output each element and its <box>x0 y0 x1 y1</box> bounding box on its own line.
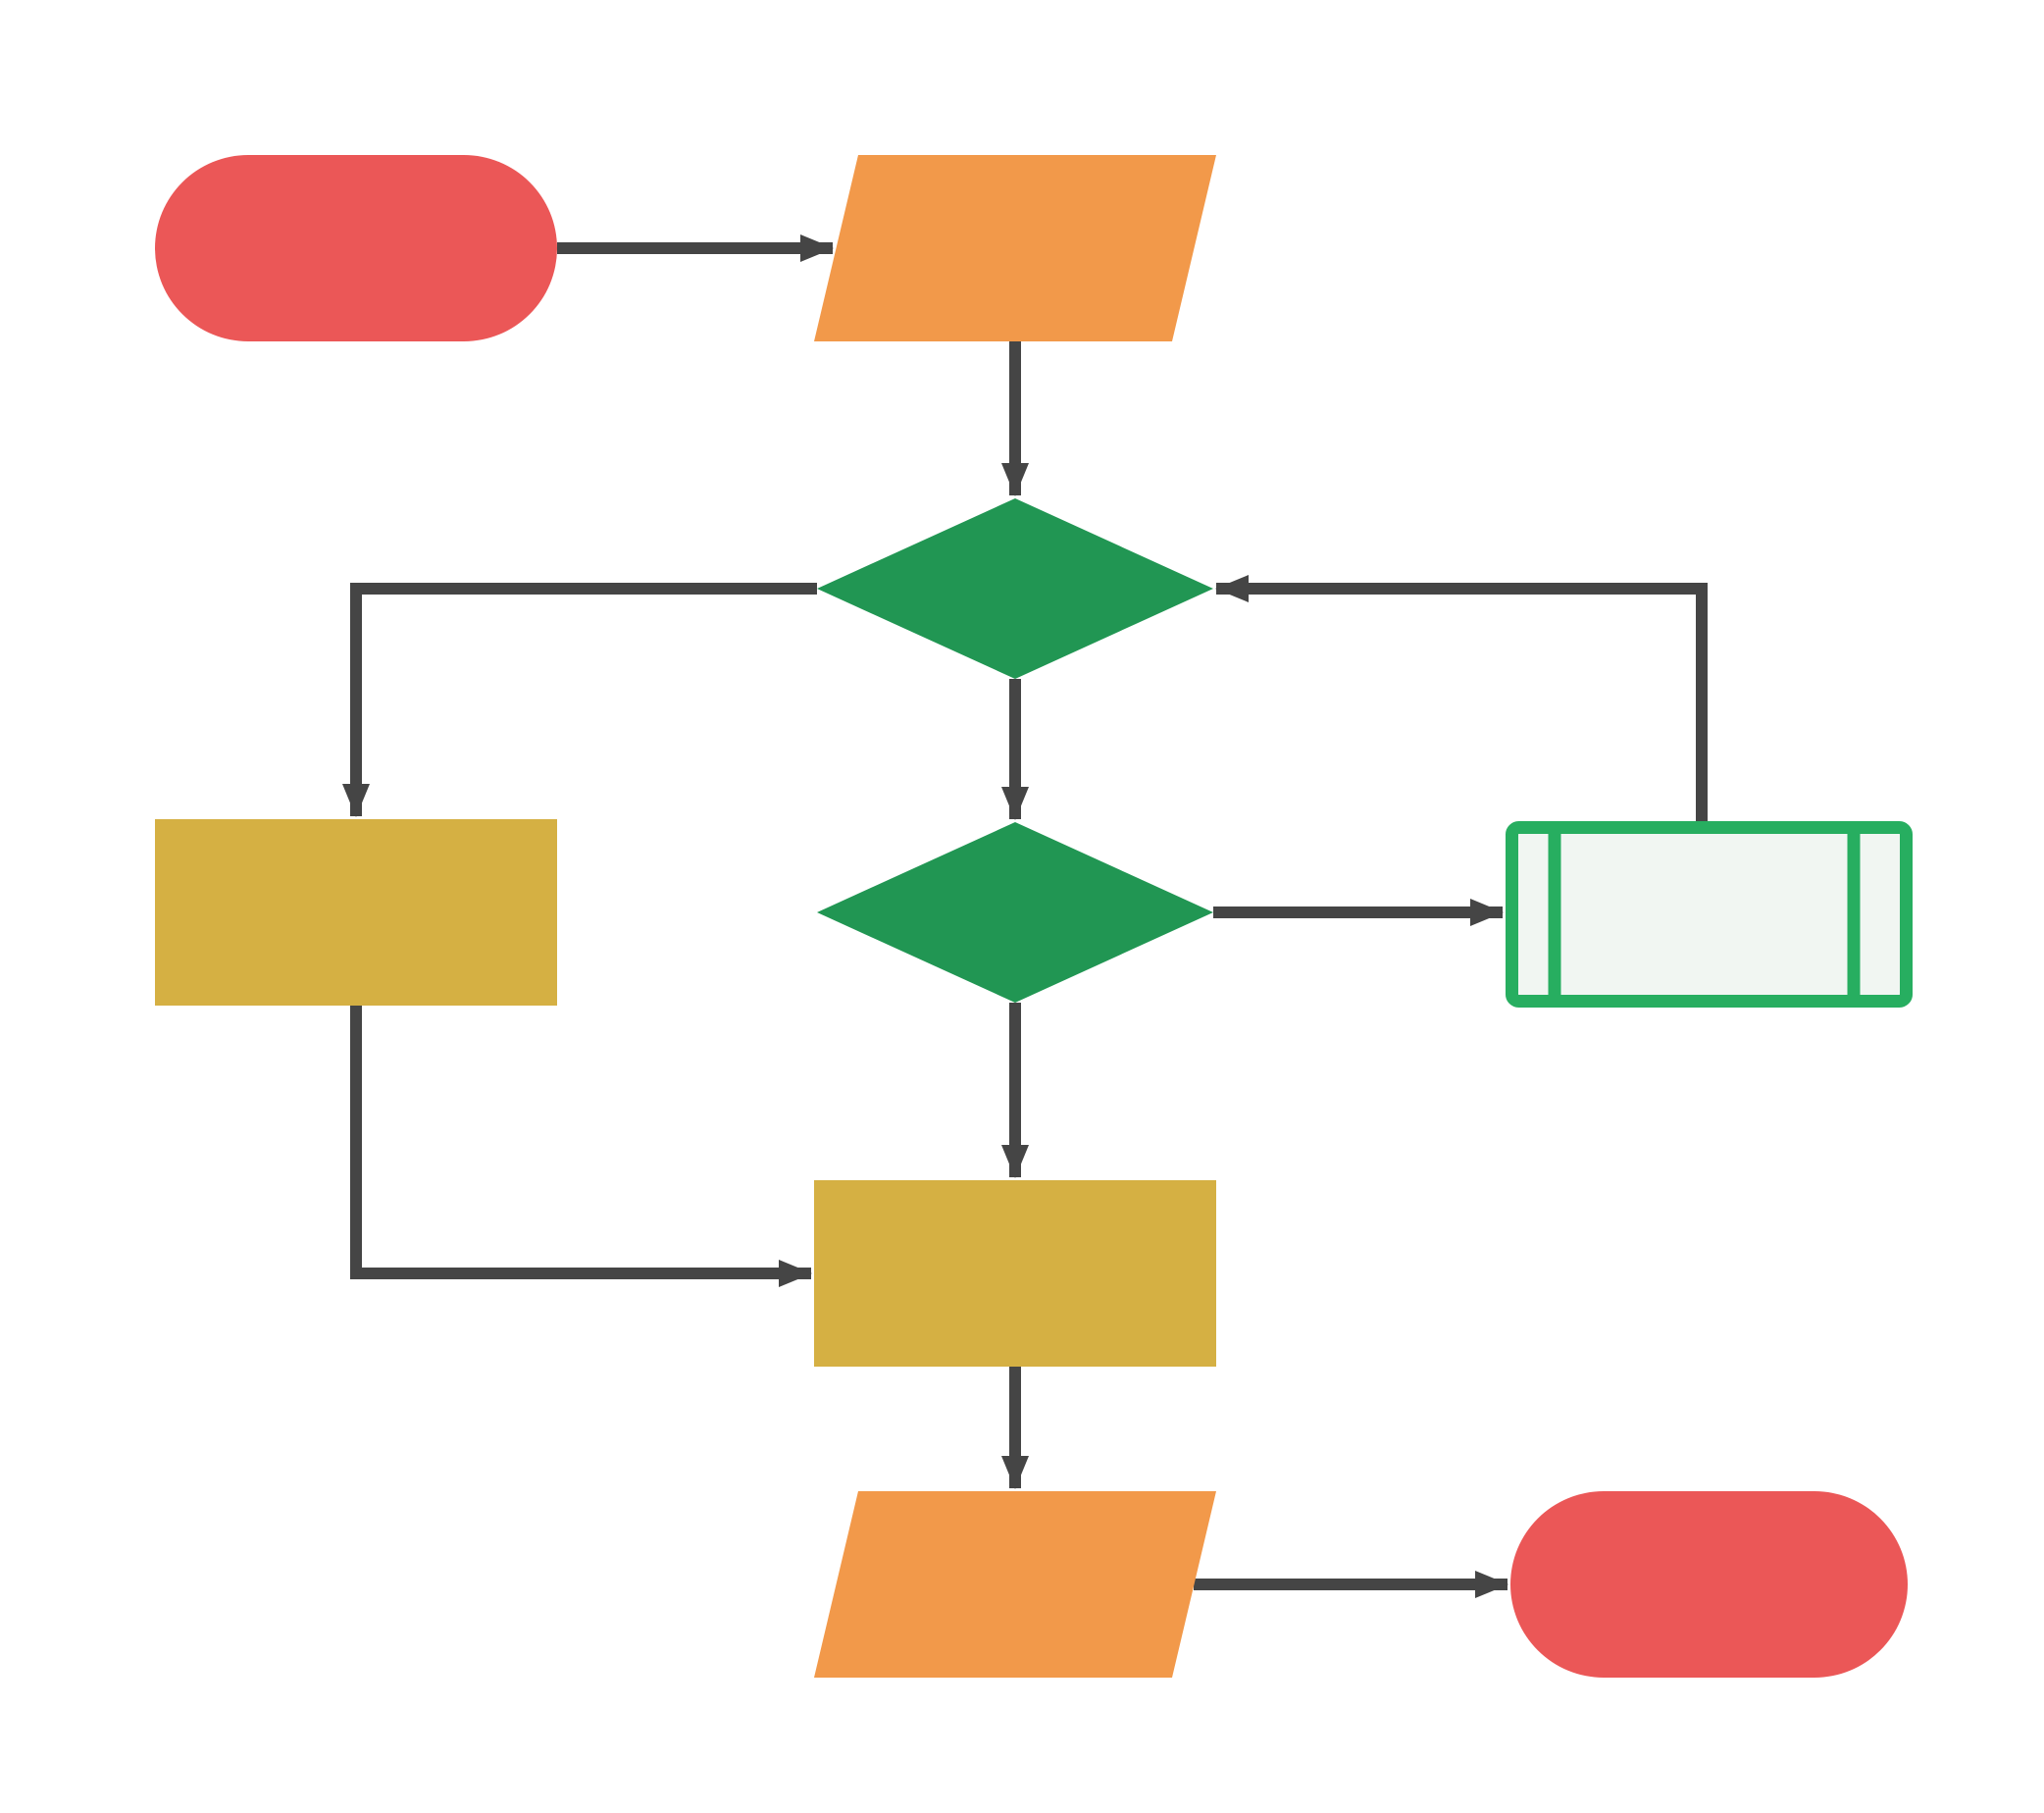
edge-decision1-to-left-process[interactable] <box>342 583 817 817</box>
edge-left-process-to-merge-process[interactable] <box>350 1006 812 1287</box>
input-io-node[interactable] <box>814 155 1216 341</box>
end-terminator-node[interactable] <box>1510 1491 1908 1678</box>
edge-predefined-to-decision1-loop[interactable] <box>1215 575 1708 821</box>
loop-decision-node[interactable] <box>817 498 1213 679</box>
start-terminator-node[interactable] <box>155 155 557 341</box>
nodes-layer <box>155 155 1913 1678</box>
edges-layer <box>342 234 1708 1598</box>
branch-decision-node[interactable] <box>817 822 1213 1003</box>
merge-process-node[interactable] <box>814 1180 1216 1367</box>
output-io-node[interactable] <box>814 1491 1216 1678</box>
predefined-process-node[interactable] <box>1506 821 1913 1008</box>
left-process-node[interactable] <box>155 819 557 1006</box>
predefined-outer-rect <box>1506 821 1913 1008</box>
